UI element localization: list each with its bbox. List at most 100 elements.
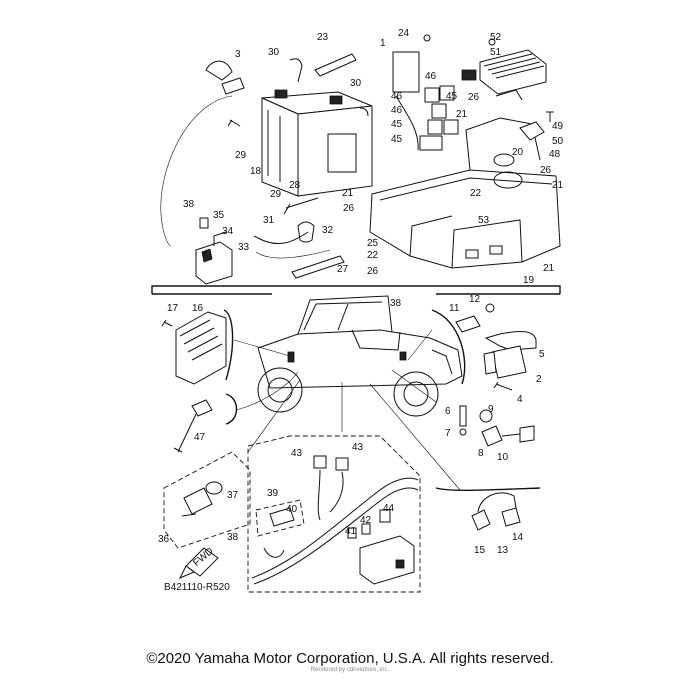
- callout-18: 18: [250, 166, 262, 177]
- harness-inset: [247, 435, 421, 593]
- callout-52: 52: [490, 32, 502, 43]
- callout-26c: 26: [343, 203, 355, 214]
- wire-lead-28: [283, 197, 319, 215]
- callout-40: 40: [286, 504, 298, 515]
- section-frame: [151, 285, 561, 425]
- starter-relay: [195, 217, 233, 285]
- callout-53: 53: [478, 215, 490, 226]
- spark-plug: [459, 405, 467, 436]
- callout-39: 39: [267, 488, 279, 499]
- callout-21d: 21: [543, 263, 555, 274]
- battery-cable: [160, 60, 245, 247]
- callout-38c: 38: [227, 532, 239, 543]
- negative-lead: [255, 249, 331, 259]
- callout-7: 7: [445, 428, 451, 439]
- callout-2: 2: [536, 374, 542, 385]
- callout-43a: 43: [291, 448, 303, 459]
- callout-24: 24: [398, 28, 410, 39]
- callout-4: 4: [517, 394, 523, 405]
- battery-box-tray: [369, 117, 561, 269]
- callout-3: 3: [235, 49, 241, 60]
- grommet-20: [493, 153, 515, 167]
- sensor-48: [519, 121, 545, 141]
- crank-sensor: [479, 409, 535, 447]
- callout-23: 23: [317, 32, 329, 43]
- callout-46c: 46: [391, 105, 403, 116]
- leader-lines: [233, 329, 461, 491]
- bolt-52: [488, 38, 496, 46]
- bolt-49: [546, 111, 554, 122]
- callout-38a: 38: [183, 199, 195, 210]
- callout-6: 6: [445, 406, 451, 417]
- callout-30a: 30: [268, 47, 280, 58]
- callout-36: 36: [158, 534, 170, 545]
- callout-44: 44: [383, 503, 395, 514]
- ecu: [461, 49, 547, 101]
- callout-45c: 45: [391, 134, 403, 145]
- callout-29a: 29: [235, 150, 247, 161]
- relay-cluster: [392, 51, 459, 151]
- callout-26a: 26: [468, 92, 480, 103]
- callout-34: 34: [222, 226, 234, 237]
- callout-41: 41: [345, 526, 357, 537]
- callout-32: 32: [322, 225, 334, 236]
- callout-10: 10: [497, 452, 509, 463]
- callout-46a: 46: [425, 71, 437, 82]
- callout-30b: 30: [350, 78, 362, 89]
- callout-labels: 1 2 3 4 5 6 7 8 9 10 11 12 13 14 15 16 1…: [158, 28, 564, 556]
- fwd-arrow: [178, 547, 219, 579]
- callout-1: 1: [380, 38, 386, 49]
- callout-50: 50: [552, 136, 564, 147]
- callout-26d: 26: [367, 266, 379, 277]
- callout-33: 33: [238, 242, 250, 253]
- cdi-unit: [161, 311, 227, 385]
- callout-38b: 38: [390, 298, 402, 309]
- callout-48: 48: [549, 149, 561, 160]
- callout-27: 27: [337, 264, 349, 275]
- ignition-coil: [483, 331, 537, 379]
- wire-lead-31: [253, 221, 315, 244]
- bolt-4: [493, 381, 513, 391]
- callout-9: 9: [488, 404, 494, 415]
- diagram-code: B421110-R520: [164, 582, 230, 593]
- callout-22a: 22: [470, 188, 482, 199]
- callout-45b: 45: [391, 119, 403, 130]
- battery: [261, 89, 373, 197]
- cable-27: [291, 255, 345, 279]
- callout-5: 5: [539, 349, 545, 360]
- vehicle-outline: [257, 295, 463, 417]
- callout-16: 16: [192, 303, 204, 314]
- callout-13: 13: [497, 545, 509, 556]
- callout-26b: 26: [540, 165, 552, 176]
- callout-37: 37: [227, 490, 239, 501]
- callout-35: 35: [213, 210, 225, 221]
- callout-22b: 22: [367, 250, 379, 261]
- callout-45a: 45: [446, 91, 458, 102]
- sensor-47: [173, 399, 213, 453]
- callout-47: 47: [194, 432, 206, 443]
- callout-12: 12: [469, 294, 481, 305]
- callout-21c: 21: [342, 188, 354, 199]
- callout-42: 42: [360, 515, 372, 526]
- callout-29b: 29: [270, 189, 282, 200]
- callout-19: 19: [523, 275, 535, 286]
- bolt-24: [423, 34, 431, 42]
- callout-31: 31: [263, 215, 275, 226]
- callout-21a: 21: [456, 109, 468, 120]
- callout-11: 11: [449, 303, 460, 314]
- callout-28: 28: [289, 180, 301, 191]
- callout-20: 20: [512, 147, 524, 158]
- battery-bracket: [289, 58, 369, 117]
- copyright-notice: ©2020 Yamaha Motor Corporation, U.S.A. A…: [146, 650, 554, 667]
- callout-15: 15: [474, 545, 486, 556]
- callout-49: 49: [552, 121, 564, 132]
- battery-band: [314, 53, 357, 77]
- bolt-29: [227, 119, 241, 127]
- callout-17: 17: [167, 303, 179, 314]
- callout-14: 14: [512, 532, 524, 543]
- speed-sensor: [471, 492, 521, 531]
- sensor-11: [455, 303, 495, 333]
- callout-51: 51: [490, 47, 502, 58]
- callout-25: 25: [367, 238, 379, 249]
